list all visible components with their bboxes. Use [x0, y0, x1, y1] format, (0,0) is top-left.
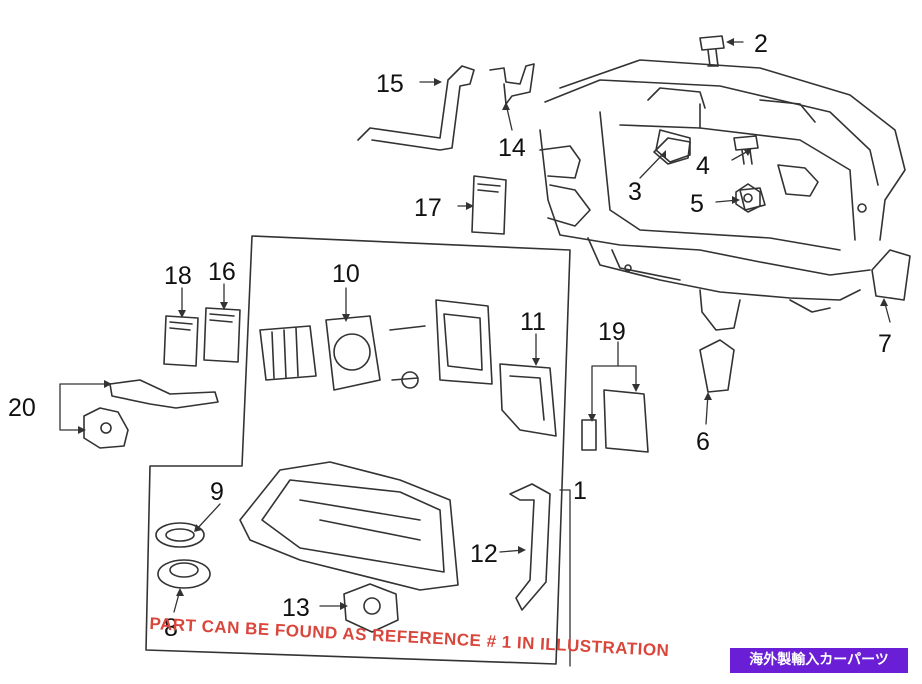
bracket-part-20 — [83, 379, 219, 449]
bolt-part-4 — [733, 135, 759, 165]
assembly-outline — [145, 235, 571, 665]
callout-14: 14 — [498, 134, 526, 162]
bracket-part-6 — [699, 339, 735, 393]
bulb-cover — [259, 325, 317, 381]
bolt-part-2 — [699, 35, 725, 67]
nut-part-5 — [735, 183, 761, 213]
import-parts-badge: 海外製輸入カーパーツ — [730, 648, 908, 673]
callout-17: 17 — [414, 194, 442, 222]
label-part-16 — [203, 307, 241, 363]
arrowheads — [78, 38, 888, 610]
callout-20: 20 — [8, 394, 36, 422]
motor-part-13 — [343, 583, 399, 633]
callout-19: 19 — [598, 318, 626, 346]
callout-15: 15 — [376, 70, 404, 98]
label-part-18 — [163, 315, 199, 367]
clip-part-14 — [489, 63, 535, 105]
callout-4: 4 — [696, 152, 710, 180]
callout-9: 9 — [210, 478, 224, 506]
callout-13: 13 — [282, 594, 310, 622]
callout-2: 2 — [754, 30, 768, 58]
module-part-11 — [499, 363, 557, 437]
hose-part-15 — [357, 65, 475, 151]
callout-11: 11 — [520, 308, 546, 336]
cap-part-8 — [157, 559, 211, 589]
callout-3: 3 — [628, 178, 642, 206]
headlamp-housing — [239, 461, 459, 591]
label-part-17 — [471, 175, 507, 235]
callout-8: 8 — [164, 614, 178, 642]
callout-16: 16 — [208, 258, 236, 286]
callout-10: 10 — [332, 260, 360, 288]
ballast-housing — [435, 299, 493, 385]
callout-1: 1 — [573, 477, 587, 505]
callout-18: 18 — [164, 262, 192, 290]
callout-5: 5 — [690, 190, 704, 218]
callout-7: 7 — [878, 330, 892, 358]
trim-part-12 — [509, 483, 551, 611]
socket-part-10 — [325, 315, 426, 391]
callout-12: 12 — [470, 540, 498, 568]
callout-6: 6 — [696, 428, 710, 456]
radiator-support — [539, 59, 906, 331]
bracket-part-7 — [871, 249, 911, 301]
bracket-part-3 — [653, 137, 691, 165]
cap-part-9 — [155, 522, 205, 548]
